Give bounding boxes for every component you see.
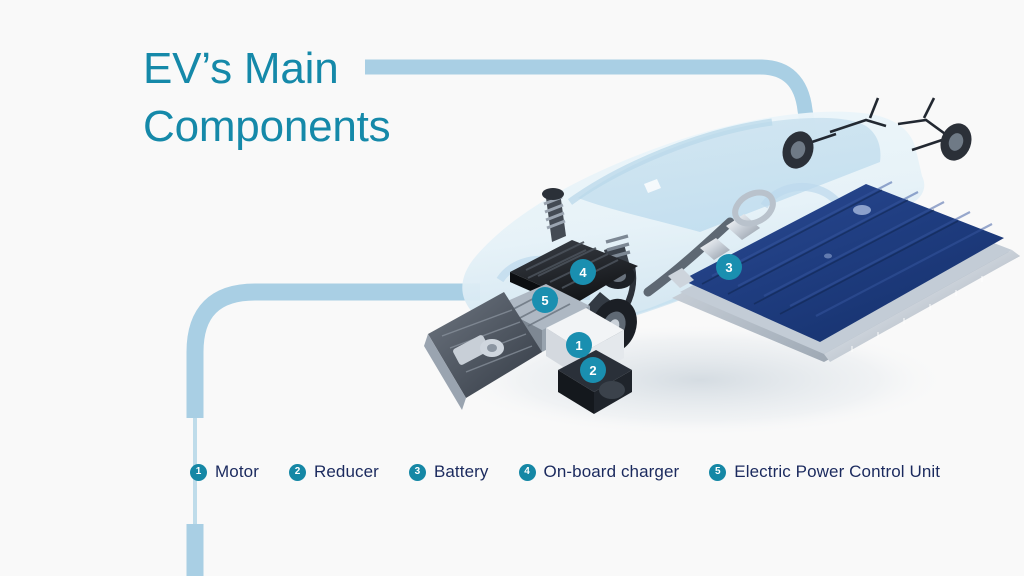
legend-item-on-board-charger[interactable]: 4 On-board charger bbox=[518, 462, 680, 482]
legend-item-epcu[interactable]: 5 Electric Power Control Unit bbox=[709, 462, 940, 482]
legend-item-battery[interactable]: 3 Battery bbox=[408, 462, 489, 482]
callout-badge-4[interactable]: 4 bbox=[570, 259, 596, 285]
legend-badge-4: 4 bbox=[518, 463, 536, 481]
reducer-unit bbox=[558, 350, 632, 414]
page-title: EV’s Main Components bbox=[143, 40, 503, 156]
legend-label-3: Battery bbox=[433, 462, 489, 481]
legend-badge-3: 3 bbox=[408, 463, 426, 481]
legend-label-4: On-board charger bbox=[543, 462, 680, 481]
page-title-line-2: Components bbox=[143, 102, 391, 152]
ev-cutaway-illustration: 1 2 3 4 5 bbox=[400, 80, 1024, 440]
legend-label-5: Electric Power Control Unit bbox=[734, 462, 941, 481]
legend-badge-1: 1 bbox=[190, 463, 207, 481]
rear-wheel-hub bbox=[782, 123, 972, 169]
callout-badge-2[interactable]: 2 bbox=[580, 357, 606, 383]
legend-label-1: Motor bbox=[215, 462, 259, 481]
legend-badge-5: 5 bbox=[709, 463, 727, 481]
battery-pack bbox=[672, 181, 1020, 362]
legend-item-reducer[interactable]: 2 Reducer bbox=[288, 462, 379, 482]
callout-badge-5[interactable]: 5 bbox=[532, 287, 558, 313]
drive-shaft-assembly bbox=[643, 189, 776, 297]
callout-badge-3[interactable]: 3 bbox=[716, 254, 742, 280]
legend-label-2: Reducer bbox=[313, 462, 379, 481]
legend-badge-2: 2 bbox=[288, 463, 306, 481]
page-title-line-1: EV’s Main bbox=[143, 44, 339, 93]
callout-badge-1[interactable]: 1 bbox=[566, 332, 592, 358]
radiator-module bbox=[424, 292, 542, 410]
car-diagram bbox=[424, 97, 1020, 438]
legend-item-motor[interactable]: 1 Motor bbox=[190, 462, 259, 482]
legend: 1 Motor 2 Reducer 3 Battery 4 On-board c… bbox=[190, 462, 940, 482]
